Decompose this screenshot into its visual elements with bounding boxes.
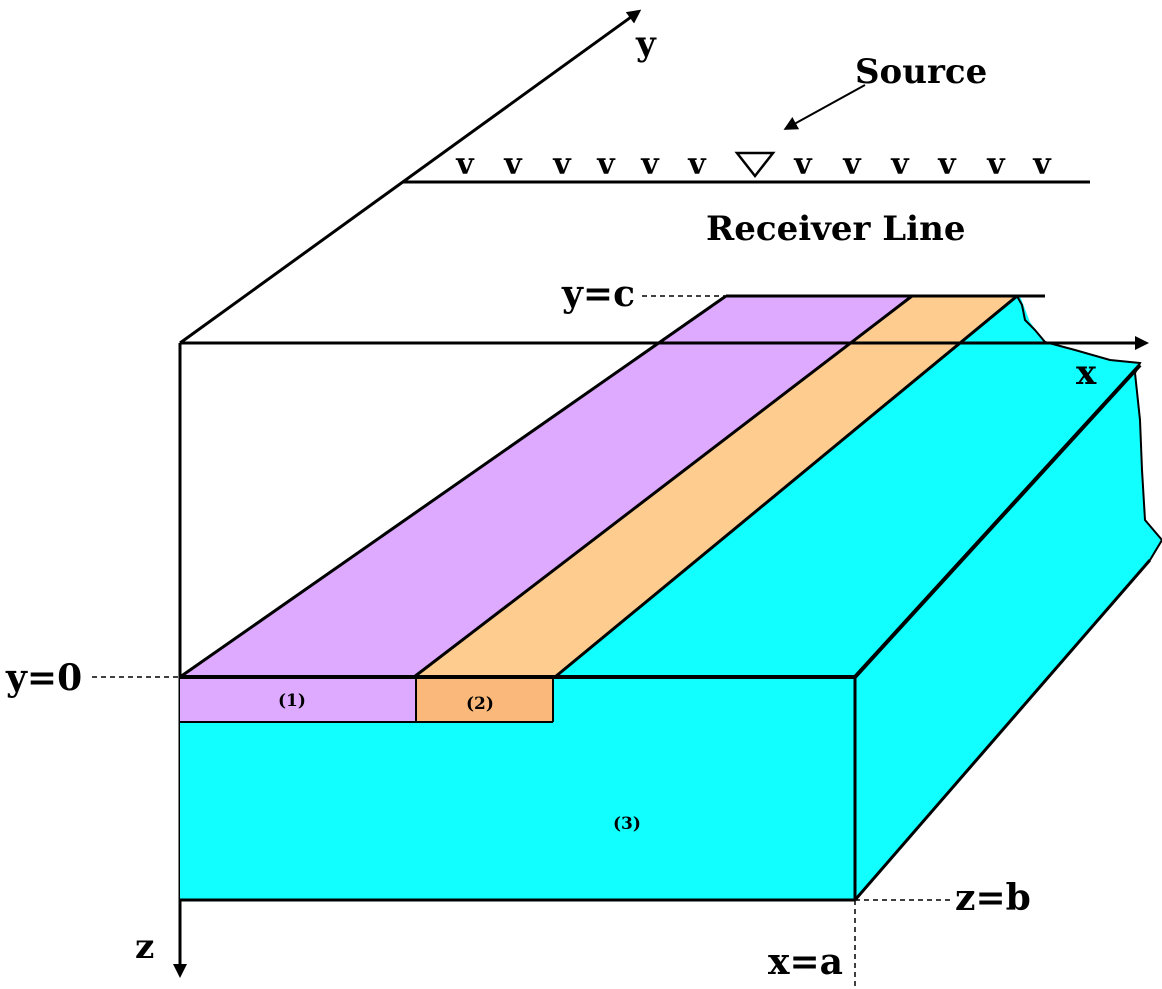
receiver-line-label: Receiver Line — [706, 209, 965, 249]
receiver-marker: v — [986, 147, 1006, 182]
layer1-label: (1) — [278, 691, 306, 711]
x-a-label: x=a — [768, 941, 843, 983]
receiver-marker: v — [793, 147, 813, 182]
y-c-label: y=c — [561, 273, 635, 315]
y-axis-label: y — [635, 24, 657, 64]
layer3-label: (3) — [613, 814, 641, 834]
y-axis — [179, 9, 642, 345]
source-arrow — [783, 84, 866, 130]
x-axis-label: x — [1076, 353, 1097, 393]
receiver-marker: v — [503, 147, 523, 182]
source-label: Source — [855, 52, 987, 92]
layer2-layer3-boundary — [554, 294, 1018, 679]
receiver-marker: v — [596, 147, 616, 182]
receiver-marker: v — [842, 147, 862, 182]
source-triangle-icon — [734, 151, 776, 179]
cut-edge — [1016, 295, 1162, 561]
receiver-marker: v — [687, 147, 707, 182]
receiver-marker: v — [640, 147, 660, 182]
layer3-top-right-face — [555, 296, 1162, 900]
layer2-front-face — [416, 677, 553, 722]
receiver-marker: v — [1032, 147, 1052, 182]
layer1-top-face — [180, 296, 912, 677]
layer1-layer2-boundary — [413, 294, 913, 679]
z-axis-label: z — [135, 927, 154, 967]
right-top-edge — [853, 363, 1142, 679]
receiver-marker: v — [890, 147, 910, 182]
receiver-marker: v — [455, 147, 475, 182]
right-bottom-edge — [853, 559, 1152, 901]
y-0-label: y=0 — [5, 657, 82, 699]
receiver-marker: v — [552, 147, 572, 182]
layer2-top-face — [414, 296, 1017, 677]
layer2-label: (2) — [466, 694, 494, 714]
layer3-front-face — [180, 677, 855, 900]
receiver-marker: v — [937, 147, 957, 182]
left-top-edge — [179, 294, 727, 679]
z-b-label: z=b — [955, 877, 1031, 919]
layer1-front-face — [180, 677, 416, 722]
